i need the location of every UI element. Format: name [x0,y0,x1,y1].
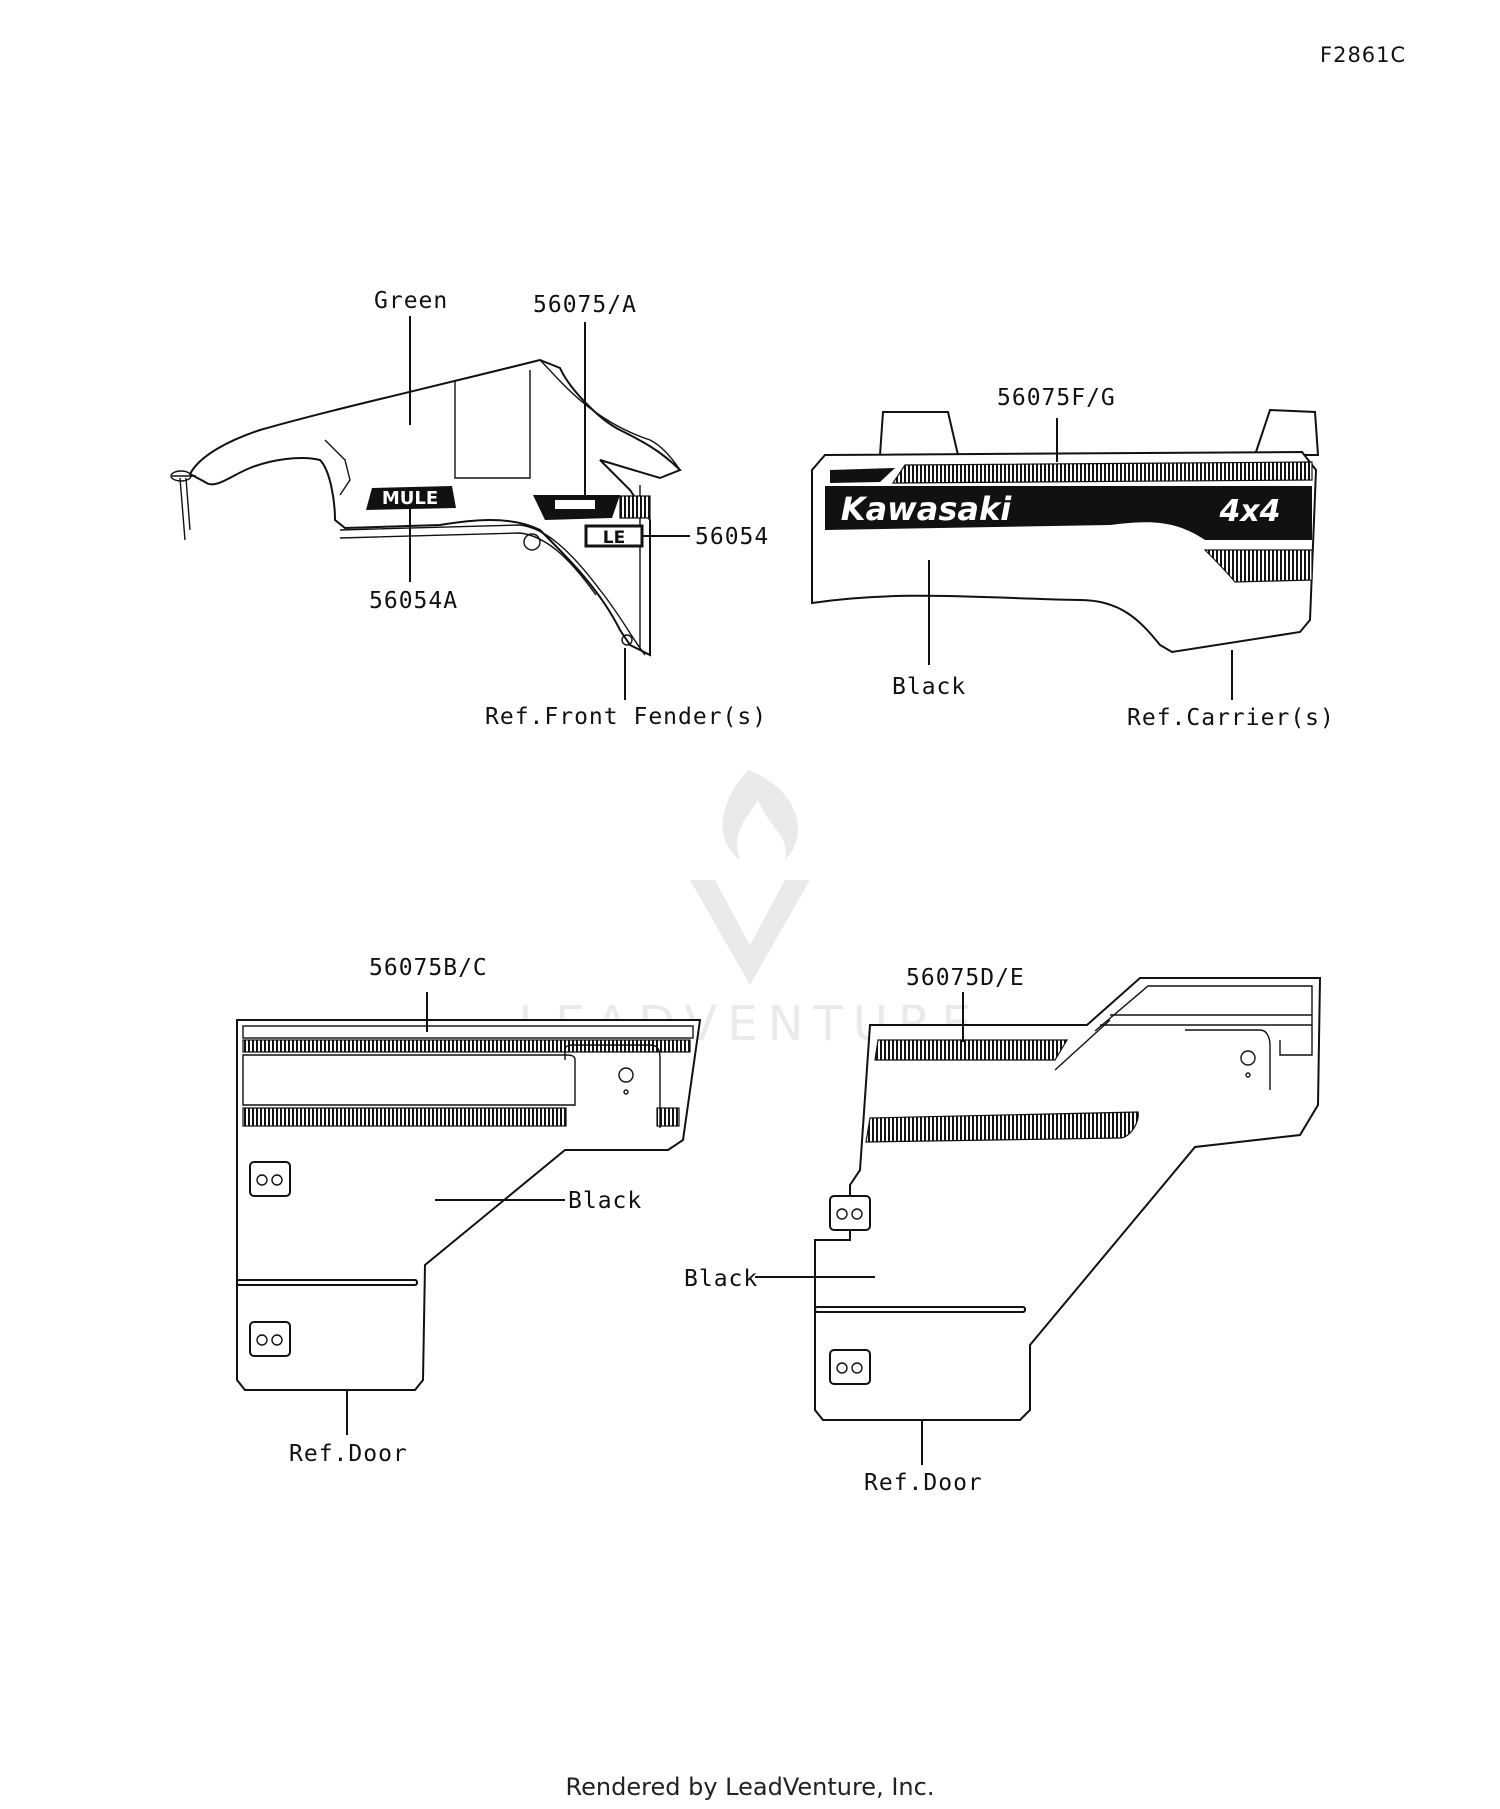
label-56075a: 56075/A [533,292,637,318]
carrier-top-stripe [891,461,1313,484]
fender-lower-edge [339,532,597,596]
left-door-upper-hinge [249,1161,291,1197]
left-door-upper-hinge-bolt-2 [271,1174,283,1186]
label-56054: 56054 [695,524,769,550]
right-door-lower-hinge-bolt-1 [836,1362,848,1374]
fender-bottom-hole [621,634,633,646]
footer-credit: Rendered by LeadVenture, Inc. [566,1773,935,1801]
diagram-code: F2861C [1320,43,1406,67]
right-door-diagonal-trim [1054,1019,1111,1071]
carrier-kawasaki-band [825,486,1312,540]
carrier-left-post [878,411,960,456]
left-door-lock-dot [623,1089,629,1095]
carrier-right-post [1253,408,1320,456]
fender-mount-hole [523,533,541,551]
le-decal-box [584,524,644,548]
label-56075fg: 56075F/G [997,385,1116,411]
label-ref-carrier: Ref.Carrier(s) [1127,705,1335,731]
right-door-window-frame [1094,985,1313,1056]
right-door-mid-line [1100,1014,1312,1026]
left-door-lower-hinge-bolt-2 [271,1334,283,1346]
label-ref-door-right: Ref.Door [864,1470,983,1496]
front-fender-assembly: MULE LE Green 56075/A 56054 56054A Ref.F… [170,288,769,730]
right-door-top-stripe [874,1039,1069,1061]
fender-inner-panel [454,370,531,479]
mule-decal-text: MULE [382,488,438,509]
left-door-handle-panel [564,1044,661,1128]
le-decal-56054: LE [584,524,644,548]
leadventure-watermark: LEADVENTURE [518,770,972,1052]
carrier-top-stripe-accent [830,468,895,483]
left-door-lower-hinge [249,1321,291,1357]
mule-decal-shape [366,486,456,510]
kawasaki-logo-text: Kawasaki [841,490,1012,528]
label-56054a: 56054A [369,588,458,614]
left-door-assembly: 56075B/C Black Ref.Door [236,955,702,1467]
label-green: Green [374,288,448,314]
label-ref-front-fender: Ref.Front Fender(s) [485,704,767,730]
four-by-four-logo-text: 4x4 [1218,494,1280,529]
left-door-bottom-stripe-right [656,1107,680,1127]
label-56075bc: 56075B/C [369,955,488,981]
left-door-top-stripe [242,1039,691,1053]
left-door-top-stripe-outline [242,1025,694,1039]
right-door-upper-hinge-bolt-1 [836,1208,848,1220]
right-door-assembly: 56075D/E Black Ref.Door [684,965,1322,1496]
right-door-upper-hinge [829,1195,871,1231]
carrier-assembly: Kawasaki 4x4 56075F/G Black Ref.Carrier(… [811,385,1335,731]
right-door-handle-panel [1185,1029,1271,1090]
right-door-upper-hinge-bolt-2 [851,1208,863,1220]
fender-mount-bracket [324,439,351,496]
label-ref-door-left: Ref.Door [289,1441,408,1467]
left-door-bottom-stripe [242,1107,567,1127]
carrier-lower-stripe [1203,549,1313,583]
fender-wheel-arch-trim [339,524,646,656]
fender-hood-line [539,359,681,471]
front-pivot-cap [170,470,192,482]
left-door-trim-line [236,1279,418,1286]
left-door-upper-hinge-bolt-1 [256,1174,268,1186]
right-door-lock-dot [1245,1072,1251,1078]
front-pivot-post [172,475,196,541]
label-black-right-door: Black [684,1266,758,1292]
le-decal-text: LE [603,528,625,548]
left-door-lock-icon [618,1067,634,1083]
fender-side-decal-56075a [533,495,651,520]
label-56075de: 56075D/E [906,965,1025,991]
fender-side-decal-hatch [619,495,651,519]
label-black-carrier: Black [892,674,966,700]
left-door-lower-hinge-bolt-1 [256,1334,268,1346]
right-door-lower-hinge-bolt-2 [851,1362,863,1374]
right-door-lower-stripe [865,1111,1139,1143]
right-door-lock-icon [1240,1050,1256,1066]
right-door-trim-line [814,1306,1026,1313]
right-door-lower-hinge [829,1349,871,1385]
fender-side-decal-badge [555,500,595,509]
label-black-left-door: Black [568,1188,642,1214]
mule-decal-56054a: MULE [366,486,456,510]
